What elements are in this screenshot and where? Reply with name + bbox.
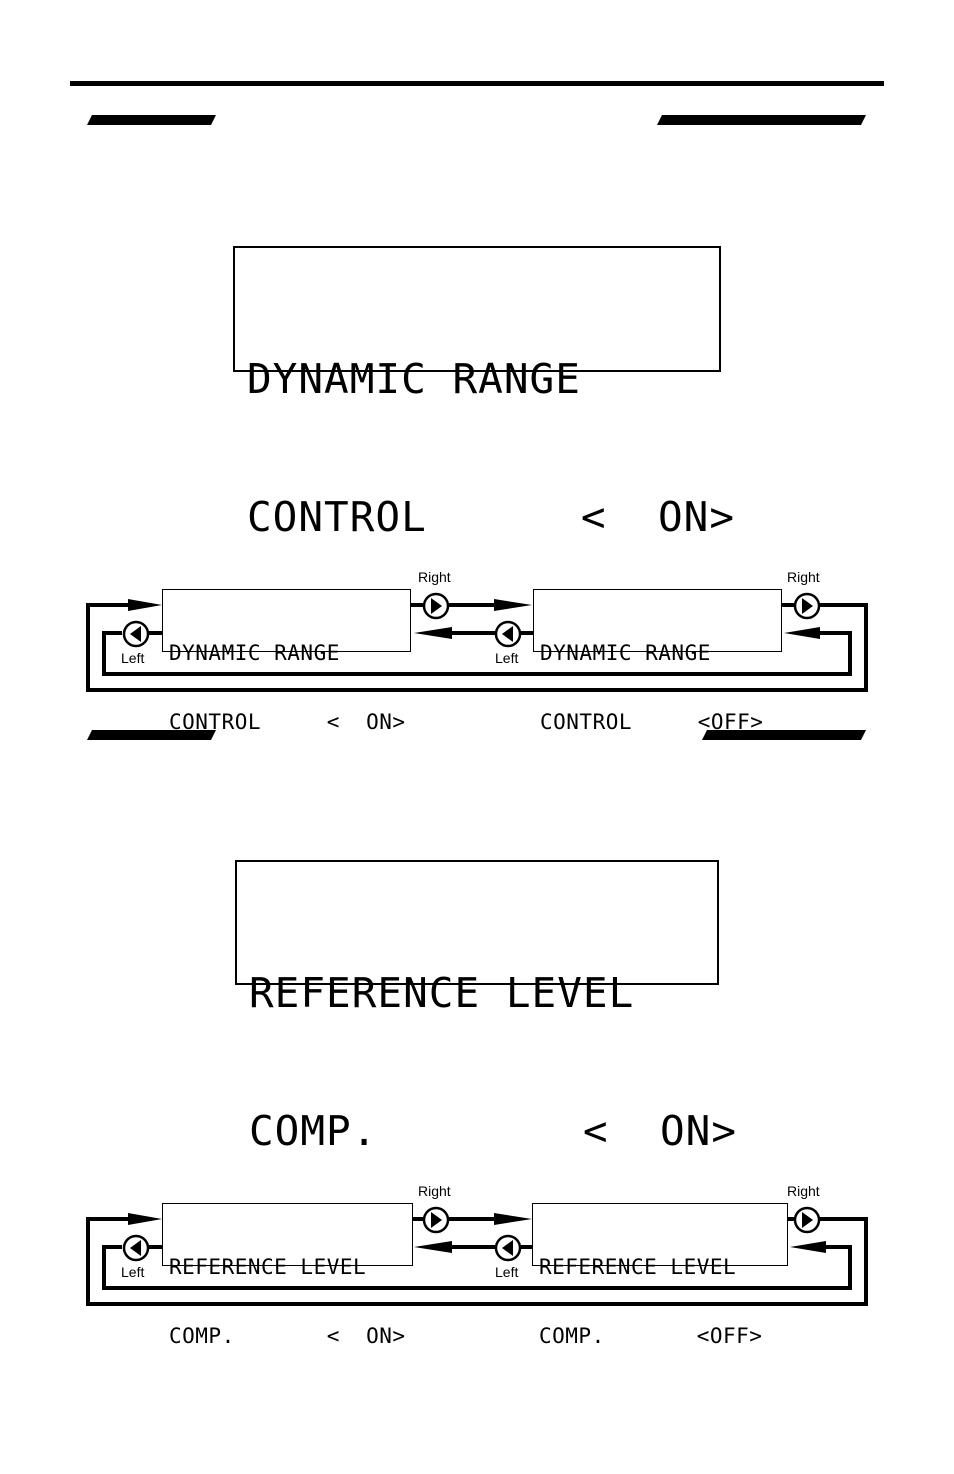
right-key-label: Right [418,569,451,585]
arrow-back-to-state-off [790,1241,826,1253]
display-line-2: COMP. <OFF> [539,1324,763,1348]
top-rule [70,81,884,86]
right-arrow-button-icon [422,592,450,620]
section2-right-bar [702,730,866,740]
left-arrow-button-icon [494,620,522,648]
right-arrow-button-icon [422,1206,450,1234]
display-line-1: REFERENCE LEVEL [249,969,635,1017]
right-key-label: Right [418,1183,451,1199]
state-off-display: REFERENCE LEVEL COMP. <OFF> [532,1203,788,1348]
state-on-display: DYNAMIC RANGE CONTROL < ON> [162,589,411,734]
left-key-label: Left [495,650,519,666]
section1-left-bar [87,115,216,125]
display-line-2: COMP. < ON> [169,1324,406,1348]
arrow-into-state-on [128,599,162,611]
left-key-label: Left [121,650,145,666]
left-key-label: Left [495,1264,519,1280]
arrow-back-to-state-off [784,627,820,639]
arrow-into-state-off [494,1213,532,1225]
display-line-1: REFERENCE LEVEL [539,1255,737,1279]
left-arrow-button-icon [122,1234,150,1262]
display-line-2: CONTROL < ON> [169,710,406,734]
dynamic-range-display-large: DYNAMIC RANGE CONTROL < ON> [233,246,734,540]
display-line-1: DYNAMIC RANGE [540,641,711,665]
section1-cycle-diagram [86,599,868,692]
left-arrow-button-icon [122,620,150,648]
left-arrow-button-icon [494,1234,522,1262]
display-line-1: DYNAMIC RANGE [247,355,581,403]
section2-left-bar [87,730,216,740]
left-key-label: Left [121,1264,145,1280]
state-off-display: DYNAMIC RANGE CONTROL <OFF> [533,589,782,734]
display-line-2: CONTROL <OFF> [540,710,764,734]
right-arrow-button-icon [793,592,821,620]
section1-header-bars [87,115,866,740]
section1-right-bar [657,115,866,125]
arrow-back-to-state-on [414,1241,452,1253]
arrow-into-state-off [494,599,532,611]
display-line-1: DYNAMIC RANGE [169,641,340,665]
right-key-label: Right [787,1183,820,1199]
display-line-1: REFERENCE LEVEL [169,1255,367,1279]
right-arrow-button-icon [793,1206,821,1234]
right-key-label: Right [787,569,820,585]
state-on-display: REFERENCE LEVEL COMP. < ON> [162,1203,413,1348]
section2-cycle-diagram [86,1213,868,1306]
arrow-back-to-state-on [414,627,452,639]
arrow-into-state-on [128,1213,162,1225]
